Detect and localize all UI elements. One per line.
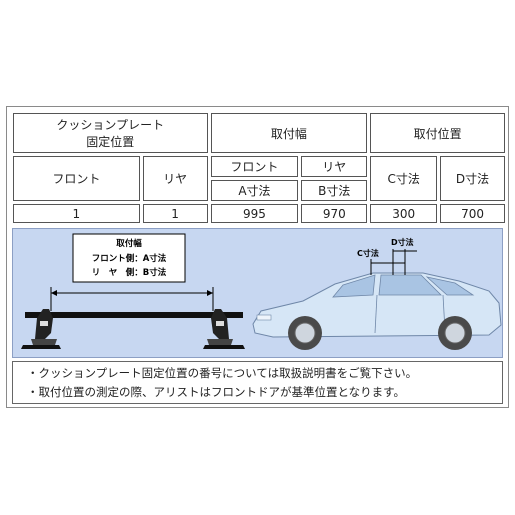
c-dim-callout: C寸法 xyxy=(357,248,379,258)
cushion-header: クッションプレート 固定位置 xyxy=(13,113,208,153)
note-line: ・クッションプレート固定位置の番号については取扱説明書をご覧下さい。 xyxy=(27,366,418,380)
legend-rear: リ ヤ 側：B寸法 xyxy=(92,267,167,278)
right-foot-icon xyxy=(203,309,245,349)
note-line: ・取付位置の測定の際、アリストはフロントドアが基準位置となります。 xyxy=(27,385,406,399)
diagram-svg: 取付幅 フロント側：A寸法 リ ヤ 側：B寸法 xyxy=(21,233,502,350)
legend-front: フロント側：A寸法 xyxy=(92,253,167,264)
b-dim-label: B寸法 xyxy=(301,180,368,201)
spec-sheet: クッションプレート 固定位置 取付幅 取付位置 フロント リヤ フロント リヤ … xyxy=(6,106,509,408)
cushion-header-line2: 固定位置 xyxy=(86,135,135,149)
b-value: 970 xyxy=(301,204,368,223)
mount-position-header: 取付位置 xyxy=(370,113,505,153)
cushion-header-line1: クッションプレート xyxy=(56,118,165,132)
rear-value: 1 xyxy=(142,204,208,223)
legend-box xyxy=(72,233,186,283)
left-foot-icon xyxy=(21,309,61,349)
d-dim-callout: D寸法 xyxy=(391,237,414,247)
car-illustration-icon xyxy=(252,272,502,350)
a-value: 995 xyxy=(210,204,299,223)
a-dim-label: A寸法 xyxy=(210,180,299,201)
c-value: 300 xyxy=(370,204,438,223)
d-dim-label: D寸法 xyxy=(440,156,505,201)
mounting-diagram: 取付幅 フロント側：A寸法 リ ヤ 側：B寸法 xyxy=(12,228,503,358)
notes-box: ・クッションプレート固定位置の番号については取扱説明書をご覧下さい。 ・取付位置… xyxy=(12,361,503,404)
legend-title: 取付幅 xyxy=(116,238,142,249)
roof-bar xyxy=(25,312,243,318)
mount-front-label: フロント xyxy=(210,156,299,177)
front-value: 1 xyxy=(13,204,140,223)
spec-table: クッションプレート 固定位置 取付幅 取付位置 フロント リヤ フロント リヤ … xyxy=(10,110,508,226)
front-label: フロント xyxy=(13,156,140,201)
d-value: 700 xyxy=(440,204,505,223)
mount-width-header: 取付幅 xyxy=(210,113,368,153)
mount-rear-label: リヤ xyxy=(301,156,368,177)
arrow-right-icon xyxy=(207,290,213,296)
arrow-left-icon xyxy=(51,290,57,296)
c-dim-label: C寸法 xyxy=(370,156,438,201)
rear-label: リヤ xyxy=(142,156,208,201)
